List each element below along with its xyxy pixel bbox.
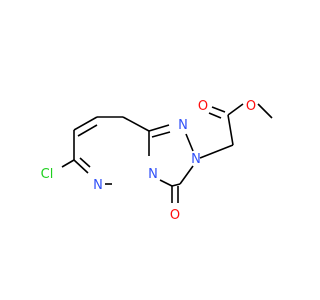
bond: [79, 157, 91, 168]
bond: [211, 106, 226, 113]
atom-labels: Cl N N N N O O O: [41, 99, 256, 223]
atom-nitrogen: N: [93, 178, 103, 193]
atom-nitrogen: N: [148, 167, 158, 182]
bond: [77, 124, 98, 137]
bond: [199, 144, 234, 159]
bond: [171, 183, 181, 187]
bond: [227, 103, 244, 116]
molecule-diagram: Cl N N N N O O O: [41, 99, 273, 223]
atom-oxygen: O: [246, 99, 256, 114]
bond: [227, 114, 234, 146]
atom-nitrogen: N: [191, 152, 201, 167]
bond: [151, 131, 171, 138]
bond: [73, 116, 98, 131]
bond: [73, 159, 89, 174]
bond: [208, 112, 222, 119]
bond: [148, 124, 170, 132]
bonds: [61, 103, 273, 203]
atom-oxygen: O: [170, 208, 180, 223]
bond: [122, 116, 150, 132]
bond: [159, 179, 173, 187]
atom-oxygen: O: [198, 99, 208, 114]
bond: [61, 159, 75, 168]
atom-chlorine: Cl: [41, 167, 54, 182]
bond: [185, 133, 194, 152]
atom-nitrogen: N: [178, 118, 188, 133]
bond: [257, 103, 273, 119]
bond: [179, 165, 194, 185]
